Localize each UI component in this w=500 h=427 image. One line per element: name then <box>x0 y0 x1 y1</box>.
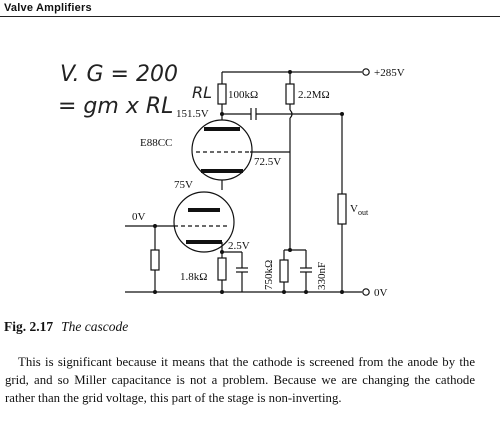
handwritten-rl-label: RL <box>192 83 213 102</box>
anode-voltage-label: 151.5V <box>176 108 209 120</box>
lower-cathode-voltage-label: 2.5V <box>228 240 250 252</box>
cathode-resistor-label: 1.8kΩ <box>180 271 207 283</box>
input-voltage-label: 0V <box>132 211 146 223</box>
vout-label: Vout <box>350 203 369 217</box>
running-header: Valve Amplifiers <box>4 2 92 14</box>
handwritten-gain-line1: V. G = 200 <box>60 62 178 87</box>
anode-resistor-label: 100kΩ <box>228 89 258 101</box>
load-resistor-label: 2.2MΩ <box>298 89 330 101</box>
bias-resistor-label: 750kΩ <box>263 260 275 290</box>
figure-number: Fig. 2.17 <box>4 319 54 334</box>
bias-capacitor-label: 330nF <box>316 262 328 290</box>
figure-caption: Fig. 2.17 The cascode <box>4 319 128 335</box>
header-rule <box>0 16 500 17</box>
supply-label: +285V <box>374 67 405 79</box>
handwritten-gain-line2: = gm x RL <box>58 94 174 119</box>
figure-title: The cascode <box>61 319 129 334</box>
lower-anode-voltage-label: 75V <box>174 179 193 191</box>
cascode-schematic: +285V 0V 100kΩ 2.2MΩ 151.5V E88CC 72.5V … <box>125 67 405 299</box>
body-paragraph: This is significant because it means tha… <box>5 355 475 405</box>
tube-type-label: E88CC <box>140 137 172 149</box>
ground-label: 0V <box>374 287 388 299</box>
upper-cathode-voltage-label: 72.5V <box>254 156 281 168</box>
